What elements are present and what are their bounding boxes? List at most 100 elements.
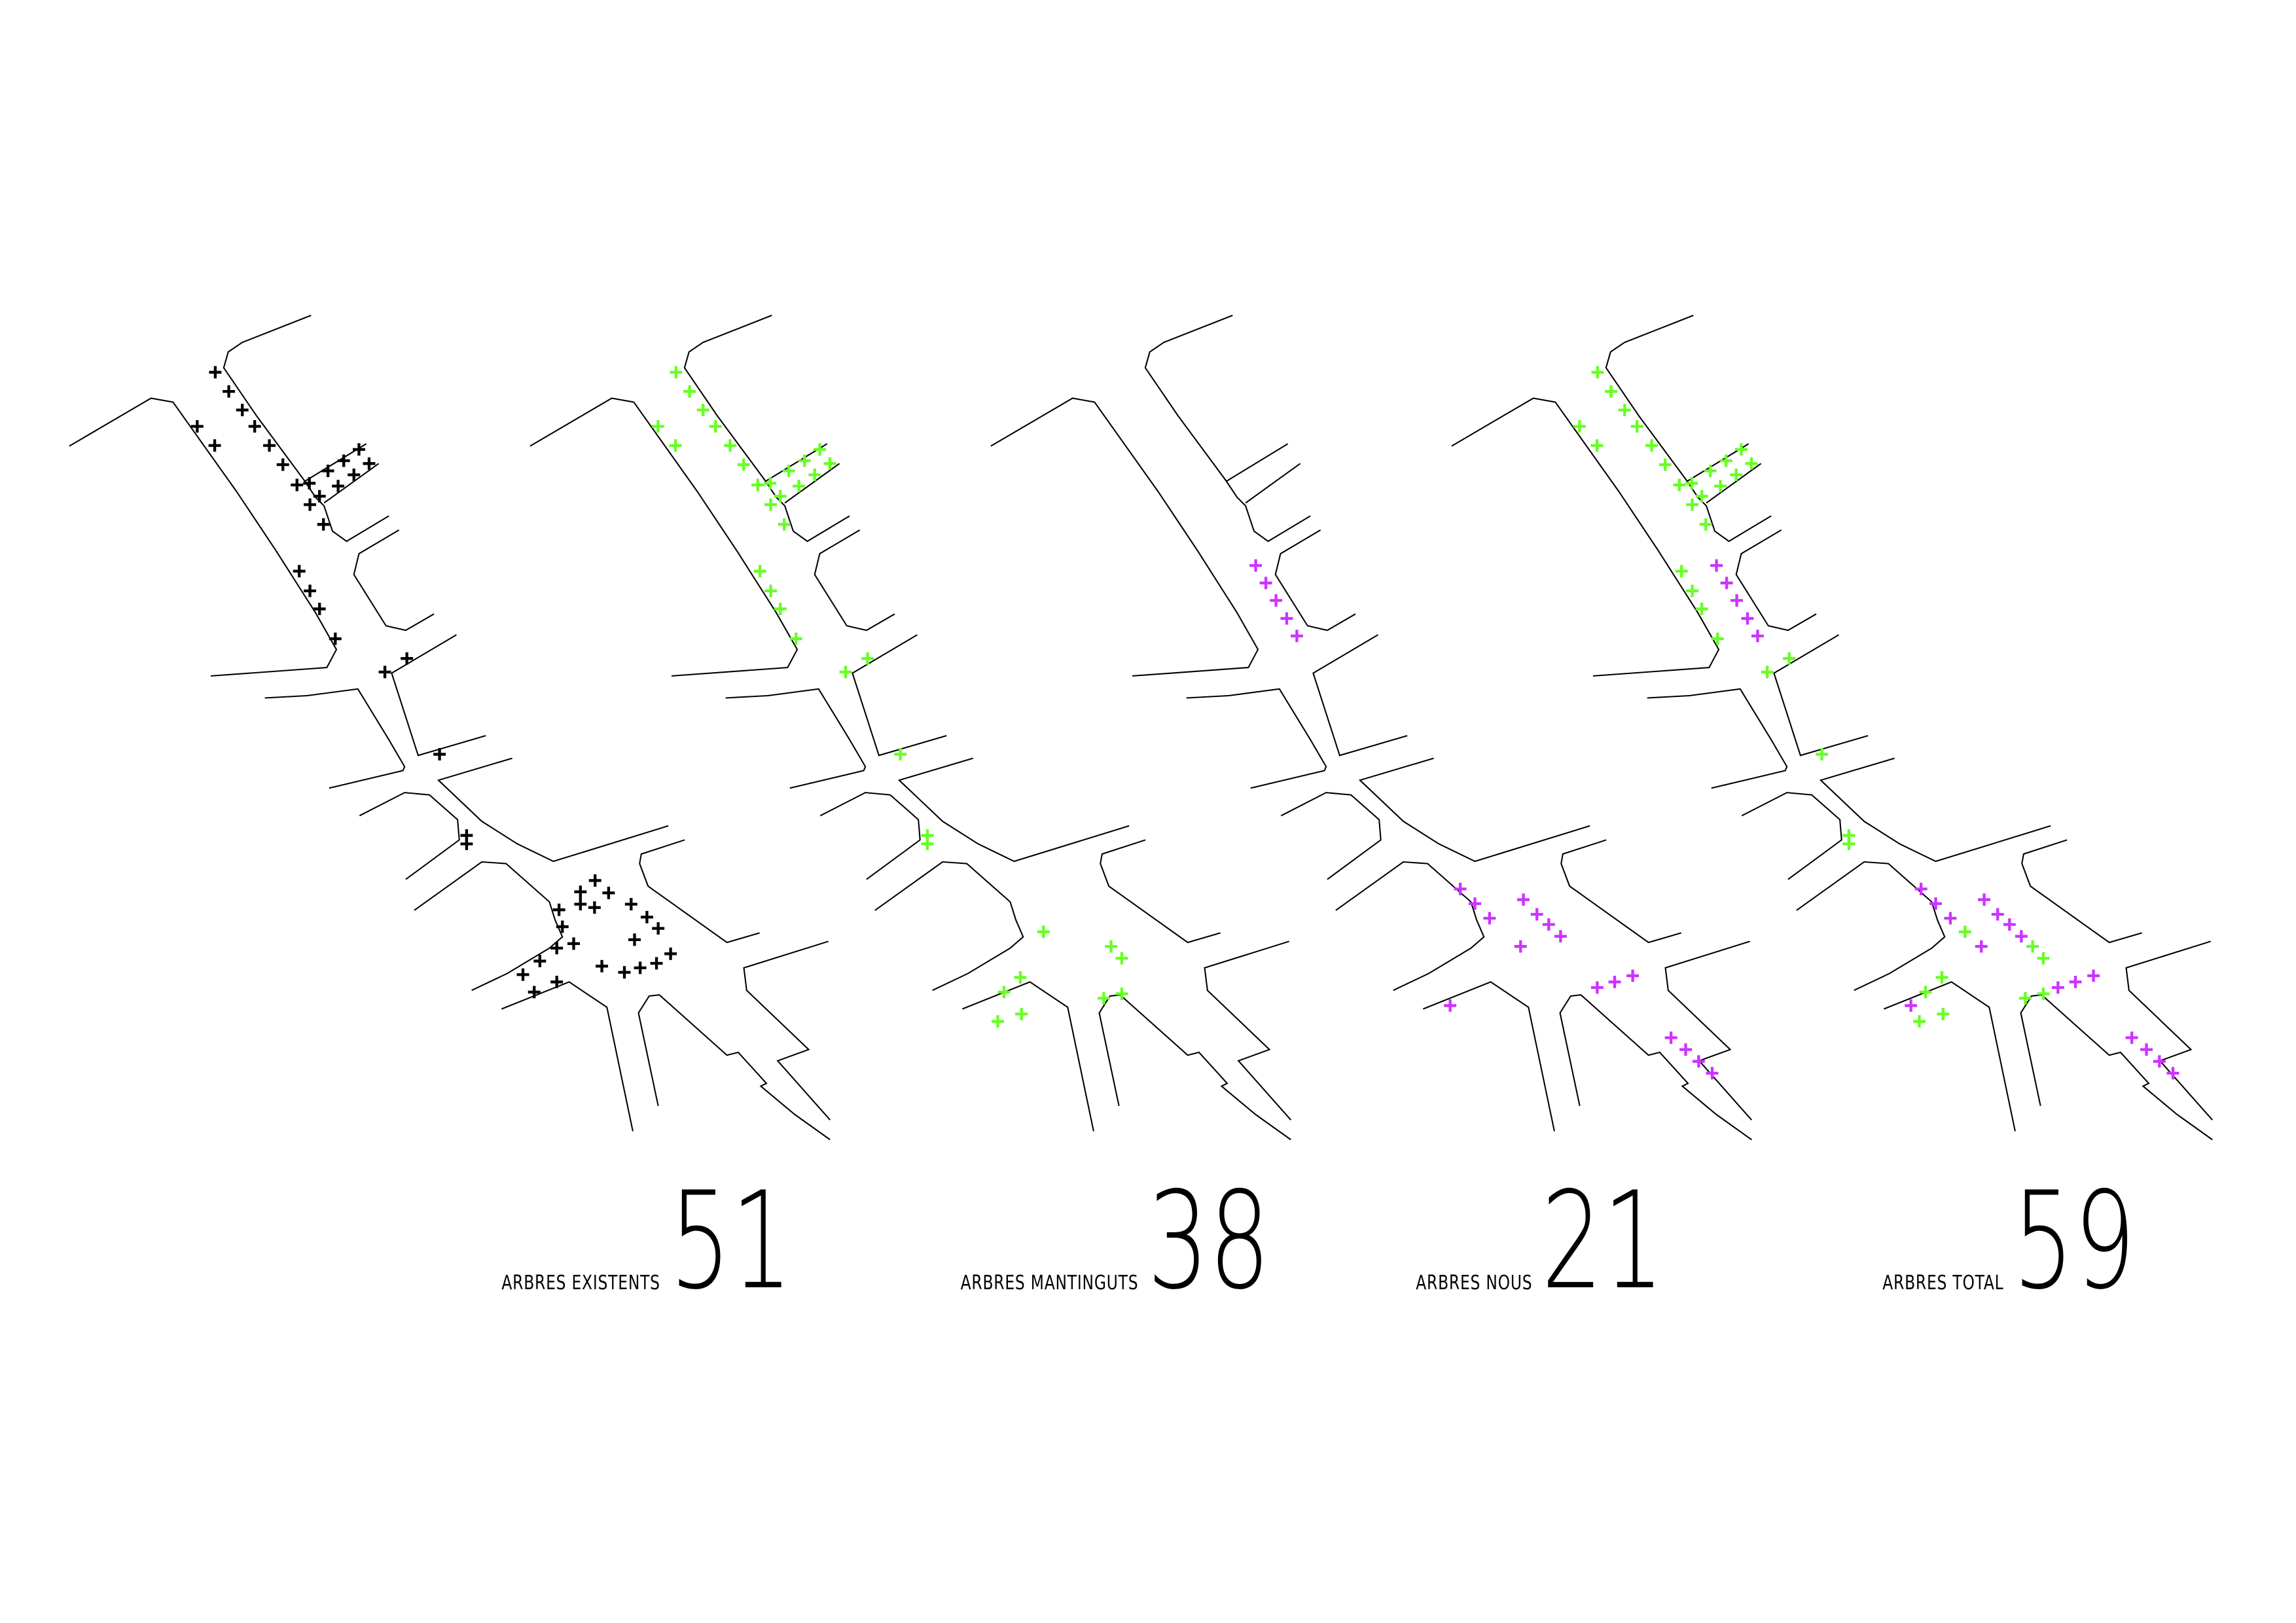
- tree-marker-kept: [823, 457, 836, 470]
- tree-marker-existing: [550, 942, 564, 955]
- street-edge: [2125, 940, 2214, 1121]
- tree-marker-new: [1554, 930, 1567, 943]
- tree-marker-kept: [839, 666, 852, 679]
- stat-label: ARBRES TOTAL: [1882, 1272, 2003, 1294]
- street-edge: [1664, 940, 1753, 1121]
- tree-marker-new: [2153, 1055, 2166, 1068]
- tree-marker-kept: [793, 480, 806, 493]
- tree-marker-kept: [1913, 1015, 1926, 1028]
- tree-marker-kept: [1037, 925, 1050, 938]
- street-edge: [1225, 443, 1289, 482]
- tree-marker-kept: [1919, 986, 1932, 999]
- tree-marker-existing: [223, 385, 236, 398]
- street-edge: [1144, 314, 1311, 543]
- tree-marker-existing: [321, 465, 334, 477]
- tree-marker-kept: [1935, 971, 1948, 984]
- tree-marker-kept: [1675, 565, 1688, 578]
- street-edge: [69, 397, 338, 677]
- tree-marker-kept: [670, 366, 683, 379]
- tree-marker-kept: [1686, 498, 1699, 511]
- tree-marker-new: [1914, 882, 1928, 895]
- street-edge: [2020, 994, 2213, 1141]
- tree-marker-kept: [2018, 991, 2032, 1005]
- street-edge: [1819, 757, 2051, 863]
- street-edge: [1100, 839, 1221, 944]
- tree-marker-new: [1514, 940, 1527, 953]
- tree-marker-kept: [669, 439, 682, 452]
- tree-marker-kept: [1842, 838, 1856, 850]
- street-edge: [1735, 529, 1817, 632]
- tree-marker-kept: [751, 478, 764, 491]
- tree-marker-existing: [574, 885, 587, 899]
- tree-marker-new: [2140, 1043, 2153, 1056]
- street-edge: [1605, 314, 1772, 543]
- tree-marker-kept: [1761, 666, 1774, 679]
- tree-marker-existing: [433, 748, 446, 761]
- tree-marker-existing: [550, 975, 564, 988]
- street-edge: [1274, 529, 1356, 632]
- tree-marker-kept: [1645, 439, 1659, 452]
- street-edge: [897, 757, 1130, 863]
- street-edge: [1796, 861, 1946, 991]
- tree-marker-new: [2166, 1067, 2179, 1080]
- tree-marker-kept: [997, 986, 1011, 999]
- street-edge: [683, 314, 850, 543]
- street-edge: [874, 861, 1024, 991]
- tree-marker-existing: [263, 439, 276, 452]
- tree-marker-new: [1692, 1055, 1705, 1068]
- tree-marker-kept: [753, 565, 766, 578]
- tree-marker-existing: [190, 420, 204, 433]
- tree-marker-existing: [236, 404, 249, 416]
- tree-marker-kept: [1659, 458, 1672, 471]
- tree-marker-new: [1530, 908, 1543, 921]
- street-edge: [725, 688, 867, 789]
- map-panel-1: [69, 314, 831, 1141]
- tree-marker-kept: [709, 420, 722, 433]
- tree-marker-kept: [1816, 748, 1829, 761]
- tree-marker-kept: [1686, 584, 1699, 597]
- tree-marker-new: [1542, 918, 1555, 931]
- tree-marker-kept: [808, 469, 821, 481]
- tree-marker-existing: [588, 901, 601, 914]
- tree-marker-existing: [332, 480, 345, 493]
- tree-marker-existing: [248, 420, 261, 433]
- tree-marker-existing: [556, 920, 569, 933]
- street-edge: [323, 463, 380, 504]
- tree-marker-existing: [337, 454, 350, 467]
- stat-count: 38: [1147, 1164, 1270, 1319]
- tree-marker-kept: [2026, 940, 2039, 953]
- tree-marker-new: [1679, 1043, 1692, 1056]
- tree-marker-new: [1608, 975, 1621, 988]
- tree-marker-kept: [782, 465, 795, 477]
- tree-marker-new: [1905, 999, 1918, 1012]
- tree-marker-new: [1710, 559, 1723, 572]
- stat-label: ARBRES EXISTENTS: [501, 1272, 660, 1294]
- street-edge: [637, 994, 831, 1141]
- tree-marker-new: [1664, 1031, 1677, 1044]
- street-edge: [1245, 463, 1301, 504]
- tree-marker-existing: [640, 910, 653, 923]
- street-edge: [529, 397, 798, 677]
- street-edge: [1773, 634, 1869, 757]
- tree-marker-kept: [789, 632, 802, 645]
- tree-marker-existing: [276, 458, 289, 471]
- street-edge: [1098, 994, 1291, 1141]
- tree-marker-new: [1590, 981, 1604, 994]
- tree-marker-new: [1731, 594, 1744, 607]
- tree-marker-kept: [764, 498, 778, 511]
- tree-marker-kept: [1015, 1008, 1028, 1020]
- tree-marker-kept: [1937, 1008, 1950, 1020]
- street-edge: [1312, 634, 1408, 757]
- tree-marker-kept: [683, 385, 696, 398]
- tree-marker-kept: [1745, 457, 1758, 470]
- map-panel-4: [1451, 314, 2214, 1141]
- tree-marker-existing: [602, 886, 615, 899]
- street-edge: [1883, 981, 2016, 1132]
- tree-marker-existing: [664, 947, 677, 960]
- tree-marker-new: [1259, 577, 1272, 590]
- street-edge: [1280, 792, 1382, 880]
- street-edge: [814, 529, 895, 632]
- street-edge: [1204, 940, 1292, 1121]
- tree-marker-kept: [1714, 480, 1727, 493]
